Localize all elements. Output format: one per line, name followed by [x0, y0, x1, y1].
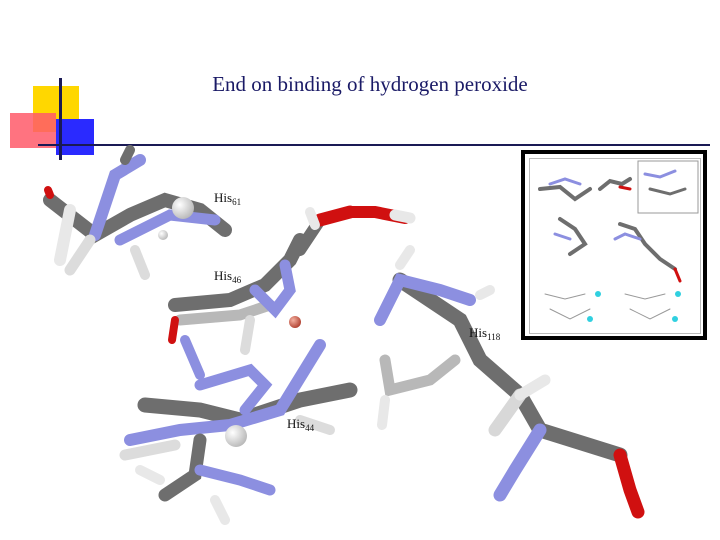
hydrogen-atom	[172, 197, 194, 219]
inset-image-frame	[521, 150, 707, 340]
his46-residue	[168, 205, 416, 380]
copper-ion	[289, 316, 301, 328]
inset-molecule-thumbnail	[538, 160, 699, 322]
deco-vertical-line	[59, 78, 62, 160]
label-his118: His118	[469, 325, 501, 342]
deco-red-square	[10, 113, 56, 148]
his118-residue	[374, 245, 645, 519]
his61-residue	[43, 145, 232, 280]
deco-horizontal-line	[38, 144, 710, 146]
label-his44: His44	[287, 416, 315, 433]
his44-residue	[119, 339, 358, 525]
hydrogen-atom	[158, 230, 168, 240]
label-his46: His46	[214, 268, 242, 285]
label-his61: His61	[214, 190, 242, 207]
deco-blue-square	[56, 119, 94, 155]
hydrogen-atom	[225, 425, 247, 447]
slide-title: End on binding of hydrogen peroxide	[212, 72, 528, 96]
inset-image	[529, 158, 701, 334]
